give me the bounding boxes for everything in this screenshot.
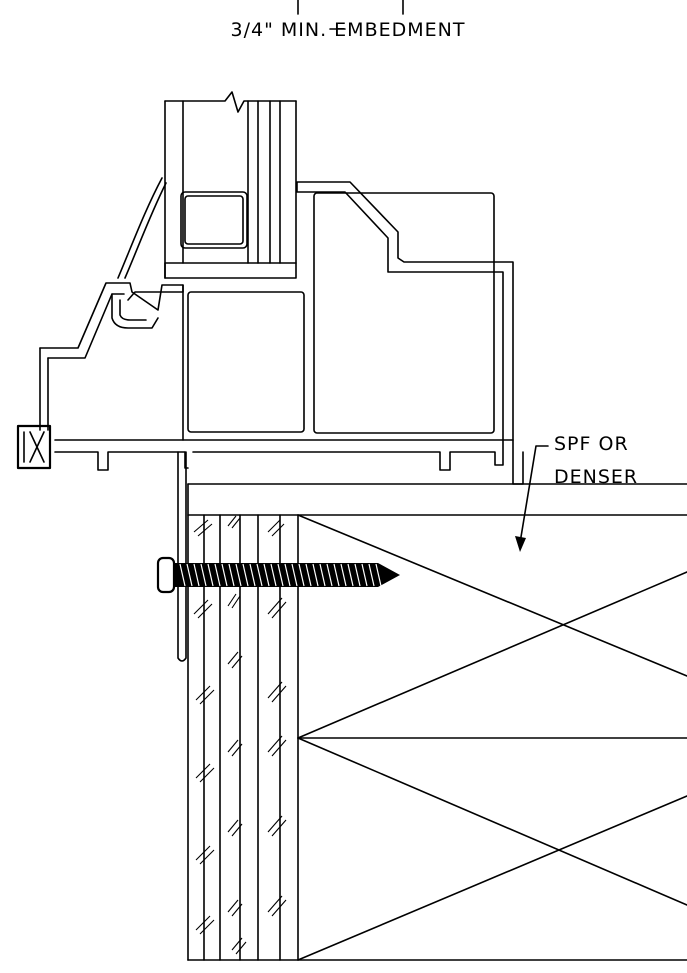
screw-thread	[242, 563, 249, 587]
wood-species-label-1: SPF OR	[554, 433, 629, 455]
screw-thread	[193, 563, 200, 587]
wood-block-x	[297, 514, 687, 677]
glass-spacer	[180, 191, 248, 249]
frame-chamber-left	[187, 291, 305, 433]
screw-thread	[249, 563, 256, 587]
embedment-dimension: 3/4" MIN. EMBEDMENT	[231, 0, 466, 41]
glazing-bead	[117, 177, 163, 279]
screw-thread	[368, 563, 375, 587]
screw-thread	[207, 563, 214, 587]
break-line	[164, 91, 297, 113]
screw-thread	[347, 563, 354, 587]
screw-thread	[214, 563, 221, 587]
screw-thread	[235, 563, 242, 587]
screw-thread	[179, 563, 186, 587]
screw-thread	[340, 563, 347, 587]
screw-thread	[298, 563, 305, 587]
screw-thread	[228, 563, 235, 587]
wood-species-callout: SPF OR DENSER	[515, 433, 638, 552]
screw-thread	[305, 563, 312, 587]
anchor-screw	[156, 556, 400, 594]
screw-thread	[256, 563, 263, 587]
screw-thread	[319, 563, 326, 587]
callout-leader	[519, 445, 549, 544]
screw-thread	[277, 563, 284, 587]
glazing-sash	[117, 91, 297, 279]
screw-thread	[221, 563, 228, 587]
screw-head	[156, 556, 176, 594]
screw-thread	[361, 563, 368, 587]
screw-thread	[312, 563, 319, 587]
screw-thread	[270, 563, 277, 587]
wood-buck	[187, 483, 687, 961]
screw-thread	[291, 563, 298, 587]
screw-thread	[375, 563, 382, 587]
screw-thread	[186, 563, 193, 587]
screw-thread	[284, 563, 291, 587]
screw-thread	[263, 563, 270, 587]
setting-block	[164, 262, 297, 279]
masonry-hatch	[193, 515, 287, 955]
wood-species-label-2: DENSER	[554, 466, 638, 488]
screen-clip	[16, 424, 52, 470]
frame-chamber-right	[313, 192, 495, 434]
window-frame-extrusion	[16, 181, 524, 662]
nailing-fin	[177, 451, 187, 662]
screw-thread	[354, 563, 361, 587]
callout-arrowhead	[515, 536, 526, 552]
screw-thread	[333, 563, 340, 587]
embedment-label: 3/4" MIN. EMBEDMENT	[231, 19, 466, 41]
screw-thread	[326, 563, 333, 587]
screw-thread	[200, 563, 207, 587]
